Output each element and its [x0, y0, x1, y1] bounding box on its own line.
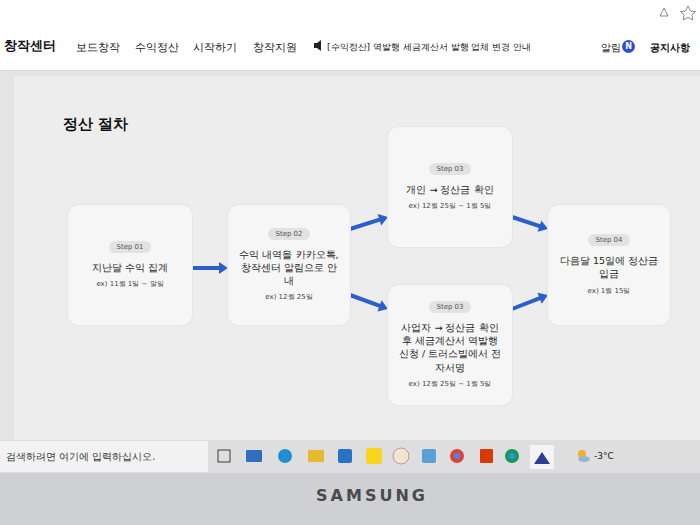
arrow-shaft [350, 295, 380, 306]
taskbar-icon [450, 449, 464, 463]
taskbar-icon [422, 449, 436, 463]
process-box: Step 01 지난달 수익 집계 ex) 11월 1일 ~ 말일 [68, 205, 192, 325]
step-text: 지난달 수익 집계 [92, 261, 168, 274]
browser-icon [681, 6, 696, 20]
taskbar-icon [480, 449, 493, 463]
step-date: ex) 1월 15일 [588, 287, 631, 296]
flow-arrow [512, 217, 548, 232]
step-date: ex) 12월 25일 ~ 1월 5일 [409, 380, 492, 389]
nav-item: 창작센터 [4, 37, 56, 55]
speaker-icon [314, 40, 321, 51]
step-tag: Step 03 [429, 163, 470, 175]
taskbar-icon [278, 449, 292, 463]
arrow-head [538, 220, 548, 231]
diagram-title: 정산 절차 [63, 115, 128, 134]
taskbar-icon [218, 450, 230, 462]
nav-item: [수익정산] 역발행 세금계산서 발행 업체 변경 안내 [327, 41, 531, 54]
taskbar-icon [534, 452, 550, 464]
flow-arrow [350, 214, 388, 229]
step-date: ex) 11월 1일 ~ 말일 [96, 280, 163, 289]
step-tag: Step 01 [109, 241, 150, 253]
taskbar-icon [246, 450, 262, 462]
nav-item: 수익정산 [135, 40, 179, 55]
taskbar-icon [338, 449, 352, 463]
step-tag: Step 03 [429, 301, 470, 313]
process-box: Step 03 개인 → 정산금 확인 ex) 12월 25일 ~ 1월 5일 [388, 127, 512, 247]
step-date: ex) 12월 25일 [265, 293, 312, 302]
step-text: 사업자 → 정산금 확인 후 세금계산서 역발행 신청 / 트러스빌에서 전자서… [396, 321, 504, 374]
flow-arrow [192, 262, 228, 274]
arrow-shaft [350, 219, 380, 229]
nav-item: 보드창작 [76, 40, 120, 55]
weather-icon [578, 456, 590, 462]
laptop-bezel [0, 473, 700, 525]
step-tag: Step 02 [268, 228, 309, 240]
step-text: 수익 내역을 카카오톡, 창작센터 알림으로 안내 [236, 248, 342, 288]
taskbar-icon [366, 448, 382, 464]
taskbar-icon [505, 449, 519, 463]
taskbar-icon [393, 448, 409, 464]
browser-icon [660, 8, 668, 16]
step-text: 개인 → 정산금 확인 [406, 183, 493, 196]
taskbar-text: -3°C [594, 451, 614, 461]
arrow-head [378, 214, 388, 225]
arrow-head [377, 300, 388, 311]
flow-arrow [512, 293, 548, 309]
process-box: Step 03 사업자 → 정산금 확인 후 세금계산서 역발행 신청 / 트러스… [388, 285, 512, 405]
content-panel [14, 76, 700, 440]
nav-item: 알림 [601, 41, 621, 55]
process-box: Step 02 수익 내역을 카카오톡, 창작센터 알림으로 안내 ex) 12월 … [228, 205, 350, 325]
taskbar [0, 440, 700, 473]
arrow-head [537, 293, 548, 304]
content-ground [0, 71, 700, 440]
notification-badge: N [622, 40, 635, 53]
taskbar-icon [530, 445, 554, 469]
header-bar [0, 0, 700, 72]
header-divider [0, 70, 700, 71]
flow-arrow [350, 295, 388, 312]
arrow-head [219, 262, 228, 274]
step-date: ex) 12월 25일 ~ 1월 5일 [409, 202, 492, 211]
taskbar-icon [509, 453, 515, 459]
step-text: 다음달 15일에 정산금 입금 [556, 254, 662, 281]
nav-item: 창작지원 [253, 40, 297, 55]
taskbar-icon [454, 453, 460, 459]
taskbar-text: 검색하려면 여기에 입력하십시오. [6, 450, 156, 464]
process-box: Step 04 다음달 15일에 정산금 입금 ex) 1월 15일 [548, 205, 670, 325]
arrow-shaft [512, 217, 540, 226]
arrow-shaft [512, 298, 541, 309]
step-tag: Step 04 [588, 234, 629, 246]
nav-item: 공지사항 [650, 41, 690, 55]
nav-item: 시작하기 [193, 40, 237, 55]
search-box [0, 441, 208, 472]
arrow-shaft [192, 266, 220, 270]
brand-logo: SAMSUNG [297, 486, 447, 505]
taskbar-icon [308, 450, 324, 462]
